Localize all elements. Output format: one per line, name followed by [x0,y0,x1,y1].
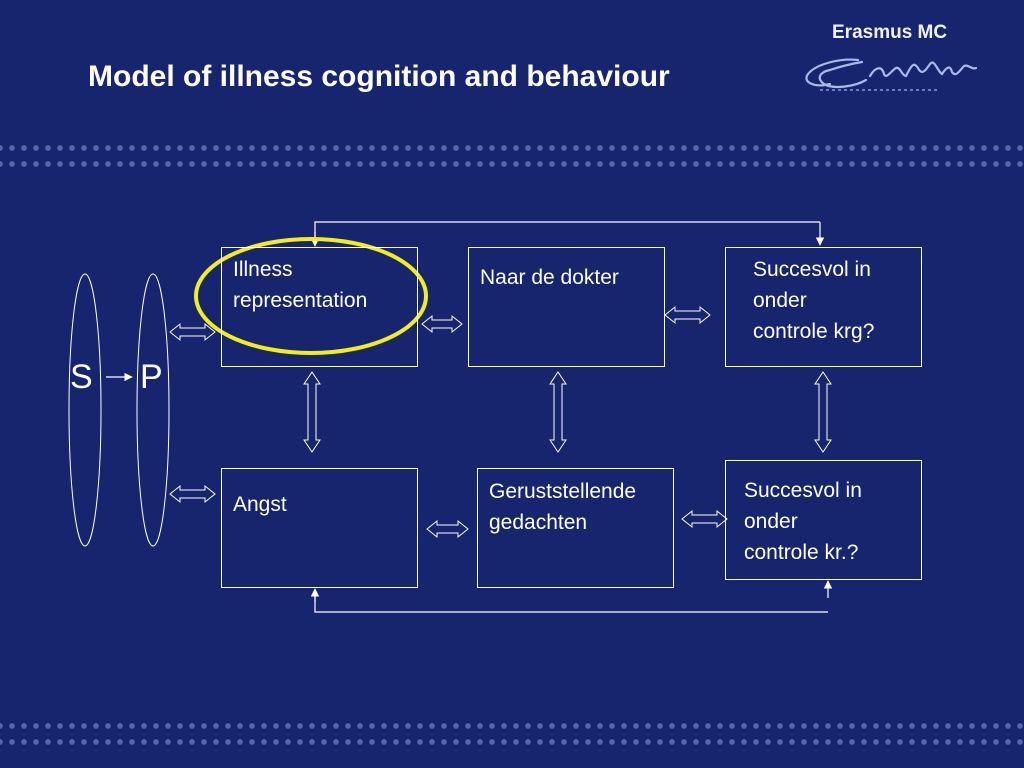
highlight-ellipse [194,237,428,355]
box-angst-label: Angst [233,493,287,516]
box-naar-de-dokter [468,247,665,367]
double-arrow-illness-angst [303,371,321,453]
top-feedback-line [314,221,820,246]
top-dotted-band [0,140,1024,172]
double-arrow-dokter-krg [664,305,711,325]
logo-signature-icon [805,58,978,91]
double-arrow-p-angst [169,484,216,504]
box-illness-representation-label: Illness representation [233,258,368,312]
double-arrow-illness-dokter [421,314,463,334]
double-arrow-gerust-kr [681,509,728,529]
box-succesvol-kr [725,460,922,580]
slide-title: Model of illness cognition and behaviour [88,60,670,93]
bottom-dotted-band [0,718,1024,750]
box-geruststellende-label: Geruststellende gedachten [489,480,637,534]
double-arrow-p-illness [169,322,216,342]
box-geruststellende [477,468,674,588]
double-arrow-angst-gerust [426,519,469,539]
box-succesvol-krg-label: Succesvol in onder controle krg? [753,258,875,343]
p-ellipse [136,273,170,547]
box-succesvol-kr-label: Succesvol in onder controle kr.? [744,479,862,564]
s-ellipse [68,273,102,547]
box-illness-representation [221,247,418,367]
double-arrow-krg-kr [814,371,832,453]
s-label: S [70,358,93,396]
bottom-feedback-line [314,590,828,613]
box-naar-de-dokter-label: Naar de dokter [480,266,619,289]
logo-text: Erasmus MC [832,22,948,43]
erasmus-mc-logo: Erasmus MC [800,18,1000,102]
double-arrow-dokter-gerust [549,371,567,453]
box-angst [221,468,418,588]
p-label: P [140,358,163,396]
box-succesvol-krg [725,247,922,367]
